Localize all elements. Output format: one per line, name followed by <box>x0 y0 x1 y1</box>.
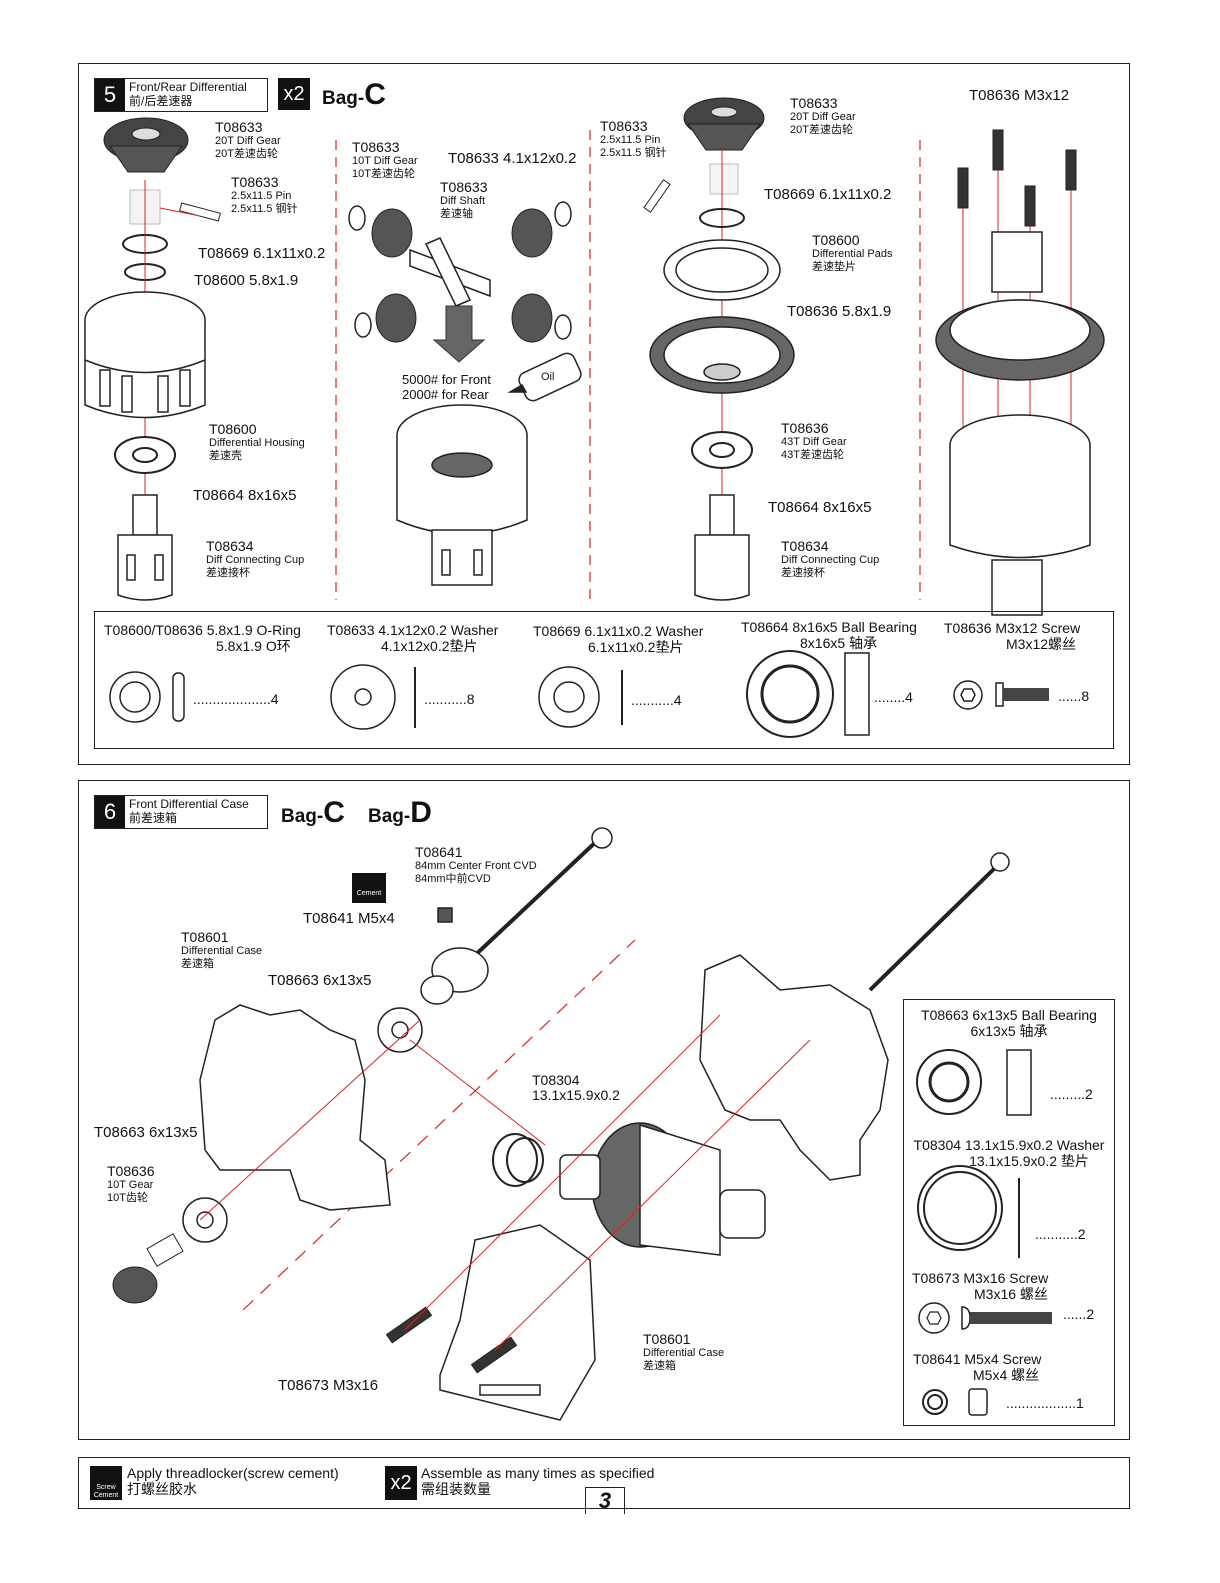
step6-number: 6 <box>95 796 125 828</box>
callout-bearing-6x13x5-left: T08663 6x13x5 <box>94 1124 198 1141</box>
step6-title-en: Front Differential Case <box>129 797 249 811</box>
step5-title-en: Front/Rear Differential <box>129 80 247 94</box>
step5-panel <box>78 63 1130 765</box>
step6-parts-legend <box>903 999 1115 1426</box>
footer-cement-en: Apply threadlocker(screw cement) <box>127 1465 339 1481</box>
callout-washer-6-1: T08669 6.1x11x0.2 <box>198 245 326 262</box>
callout-oring-5-8: T08600 5.8x1.9 <box>194 272 299 289</box>
step5-title-cn: 前/后差速器 <box>129 94 193 108</box>
callout-bearing-6x13x5-top: T08663 6x13x5 <box>268 972 372 989</box>
oil-rear-note: 2000# for Rear <box>402 387 489 402</box>
footer-multiplier-note: Assemble as many times as specified 需组装数… <box>421 1465 654 1497</box>
callout-washer-4-1: T08633 4.1x12x0.2 <box>448 150 577 167</box>
legend6-m3x16-qty: ......2 <box>1063 1306 1095 1322</box>
step6-header: 6 Front Differential Case 前差速箱 <box>94 795 268 829</box>
legend5-oring-qty: ....................4 <box>193 691 279 707</box>
screw-cement-icon-text: Screw Cement <box>93 1484 119 1499</box>
legend5-washer-6-qty: ...........4 <box>631 692 682 708</box>
legend6-washer-qty: ...........2 <box>1035 1226 1086 1242</box>
oil-bottle-label: Oil <box>541 371 555 383</box>
step5-header: 5 Front/Rear Differential 前/后差速器 <box>94 78 268 112</box>
step6-title: Front Differential Case 前差速箱 <box>125 796 253 828</box>
step5-parts-legend <box>94 611 1114 749</box>
callout-oring-right: T08636 5.8x1.9 <box>787 303 892 320</box>
callout-m3x12-screw: T08636 M3x12 <box>969 87 1070 104</box>
footer-cement-note: Apply threadlocker(screw cement) 打螺丝胶水 <box>127 1465 339 1497</box>
footer-multiplier-badge: x2 <box>385 1466 417 1500</box>
legend6-m5x4-qty: ..................1 <box>1006 1395 1084 1411</box>
oil-front-note: 5000# for Front <box>402 372 491 387</box>
footer-cement-cn: 打螺丝胶水 <box>127 1481 197 1497</box>
step5-number: 5 <box>95 79 125 111</box>
step5-multiplier-badge: x2 <box>278 78 310 110</box>
step6-title-cn: 前差速箱 <box>129 811 178 825</box>
step5-title: Front/Rear Differential 前/后差速器 <box>125 79 251 111</box>
legend5-washer-4-qty: ...........8 <box>424 691 475 707</box>
legend5-screw-qty: ......8 <box>1058 688 1090 704</box>
callout-bearing-right: T08664 8x16x5 <box>768 499 872 516</box>
page-number: 3 <box>585 1487 625 1514</box>
step6-bag-d: Bag-D <box>368 796 432 829</box>
callout-m3x16-screw: T08673 M3x16 <box>278 1377 379 1394</box>
footer-multiplier-en: Assemble as many times as specified <box>421 1465 655 1481</box>
footer-panel <box>78 1457 1130 1509</box>
footer-multiplier-cn: 需组装数量 <box>421 1481 491 1497</box>
callout-bearing-8x16x5: T08664 8x16x5 <box>193 487 297 504</box>
callout-m5x4-screw: T08641 M5x4 <box>303 910 395 927</box>
step6-bag-c: Bag-C <box>281 796 345 829</box>
callout-washer-6-1-right: T08669 6.1x11x0.2 <box>764 186 892 203</box>
step5-bag-label: Bag-C <box>322 78 386 111</box>
screw-cement-icon: Screw Cement <box>90 1466 122 1500</box>
legend5-bearing-qty: ........4 <box>874 689 913 705</box>
legend6-bearing-qty: .........2 <box>1050 1086 1093 1102</box>
